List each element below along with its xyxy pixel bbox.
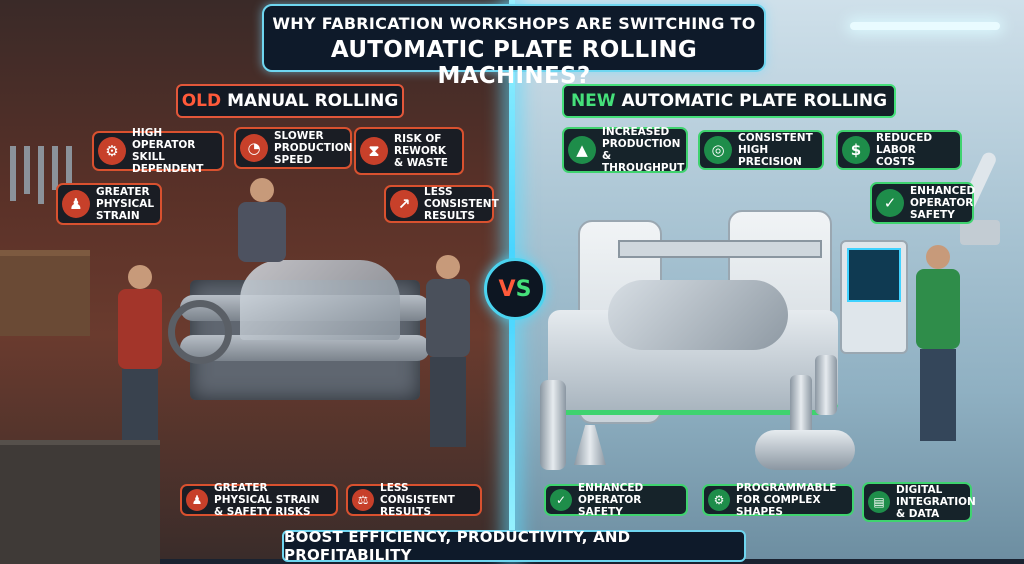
new-callout-consistent-precision: ◎ CONSISTENT HIGH PRECISION <box>698 130 824 170</box>
trend-chart-icon: ↗ <box>390 190 418 218</box>
old-callout-strain-safety: ♟ GREATER PHYSICAL STRAIN & SAFETY RISKS <box>180 482 338 518</box>
ceiling-light-illustration <box>850 22 1000 30</box>
old-callout-physical-strain: ♟ GREATER PHYSICAL STRAIN <box>56 183 162 225</box>
new-automatic-rolling-header: NEW AUTOMATIC PLATE ROLLING <box>562 84 896 118</box>
shield-check-icon: ✓ <box>876 189 904 217</box>
speedometer-icon: ◔ <box>240 134 268 162</box>
old-callout-less-consistent-top: ↗ LESS CONSISTENT RESULTS <box>384 185 499 223</box>
vs-letter-v: V <box>498 276 516 302</box>
worker-right-illustration <box>420 255 476 450</box>
rolled-cylinders-illustration <box>755 355 865 475</box>
new-callout-operator-safety-top: ✓ ENHANCED OPERATOR SAFETY <box>870 182 975 224</box>
growth-chart-icon: ▲ <box>568 136 596 164</box>
worker-left-illustration <box>110 265 170 465</box>
old-callout-high-operator-skill: ⚙ HIGH OPERATOR SKILL DEPENDENT <box>92 127 224 175</box>
new-callout-digital-integration: ▤ DIGITAL INTEGRATION & DATA <box>862 482 976 522</box>
automatic-rolling-machine-illustration <box>548 200 838 430</box>
old-label: OLD <box>181 91 222 111</box>
title-line-2: AUTOMATIC PLATE ROLLING MACHINES? <box>330 37 698 89</box>
worker-center-illustration <box>232 178 292 268</box>
new-label: NEW <box>570 91 616 111</box>
hand-dollar-icon: $ <box>842 136 870 164</box>
robot-arm-illustration <box>950 150 1010 250</box>
gears-icon: ⚙ <box>708 489 730 511</box>
new-callout-programmable: ⚙ PROGRAMMABLE FOR COMPLEX SHAPES <box>702 482 854 518</box>
handwheel-illustration <box>168 300 232 364</box>
new-callout-increased-production: ▲ INCREASED PRODUCTION & THROUGHPUT <box>562 126 688 174</box>
shield-check-icon: ✓ <box>550 489 572 511</box>
target-icon: ◎ <box>704 136 732 164</box>
worker-gear-icon: ⚙ <box>98 137 126 165</box>
person-lift-icon: ♟ <box>186 489 208 511</box>
strain-figure-icon: ♟ <box>62 190 90 218</box>
hourglass-icon: ⧗ <box>360 137 388 165</box>
main-title-banner: WHY FABRICATION WORKSHOPS ARE SWITCHING … <box>262 4 766 89</box>
footer-banner: BOOST EFFICIENCY, PRODUCTIVITY, AND PROF… <box>282 528 746 564</box>
vs-letter-s: S <box>515 276 532 302</box>
tools-table-illustration <box>0 440 160 564</box>
old-callout-less-consistent-bottom: ⚖ LESS CONSISTENT RESULTS <box>346 482 482 518</box>
old-callout-slower-production: ◔ SLOWER PRODUCTION SPEED <box>234 127 352 169</box>
tool-wall-illustration <box>6 140 86 210</box>
manual-rolling-label: MANUAL ROLLING <box>227 91 399 111</box>
steel-tubes-illustration <box>540 380 610 475</box>
new-callout-operator-safety-bottom: ✓ ENHANCED OPERATOR SAFETY <box>544 482 688 518</box>
monitor-chart-icon: ▤ <box>868 491 890 513</box>
old-manual-rolling-header: OLD MANUAL ROLLING <box>176 84 404 118</box>
workbench-illustration <box>0 250 90 336</box>
automatic-rolling-label: AUTOMATIC PLATE ROLLING <box>621 91 888 111</box>
scale-icon: ⚖ <box>352 489 374 511</box>
old-callout-risk-of-rework: ⧗ RISK OF REWORK & WASTE <box>354 127 464 175</box>
new-callout-reduced-labor: $ REDUCED LABOR COSTS <box>836 130 962 170</box>
control-panel-illustration <box>840 240 908 354</box>
title-line-1: WHY FABRICATION WORKSHOPS ARE SWITCHING … <box>272 14 756 33</box>
operator-illustration <box>912 245 964 445</box>
